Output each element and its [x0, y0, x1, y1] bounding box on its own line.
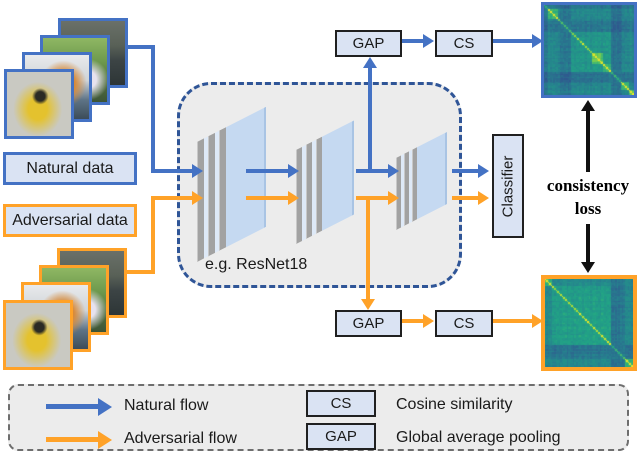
- arrowhead-icon: [288, 191, 299, 205]
- legend-adversarial-arrow: [46, 437, 98, 442]
- natural-connector-line: [151, 45, 155, 173]
- natural-branch-line: [368, 66, 372, 171]
- arrowhead-icon: [581, 100, 595, 111]
- arrowhead-icon: [532, 34, 543, 48]
- natural-flow-arrow: [452, 169, 478, 173]
- similarity-matrix-adversarial: [541, 275, 637, 371]
- gap-box-top: GAP: [335, 30, 402, 57]
- natural-flow-arrow: [151, 169, 192, 173]
- adversarial-data-text: Adversarial data: [12, 211, 128, 229]
- adversarial-flow-arrow: [356, 196, 388, 200]
- adversarial-data-label: Adversarial data: [3, 204, 137, 237]
- arrowhead-icon: [478, 191, 489, 205]
- legend-natural-flow-label: Natural flow: [124, 397, 209, 414]
- arrowhead-icon: [288, 164, 299, 178]
- adversarial-connector-line: [127, 270, 155, 274]
- backbone-network-label: e.g. ResNet18: [205, 256, 308, 273]
- natural-flow-arrow: [402, 39, 423, 43]
- adversarial-flow-arrow: [151, 196, 192, 200]
- arrowhead-icon: [388, 164, 399, 178]
- arrowhead-icon: [388, 191, 399, 205]
- arrowhead-icon: [98, 431, 112, 449]
- arrowhead-icon: [363, 57, 377, 68]
- adversarial-flow-arrow: [452, 196, 478, 200]
- similarity-matrix-natural: [541, 2, 637, 98]
- adversarial-branch-line: [366, 198, 370, 301]
- natural-image-bird: [4, 69, 74, 139]
- gap-bottom-text: GAP: [352, 315, 385, 332]
- cs-top-text: CS: [453, 35, 475, 52]
- natural-flow-arrow: [246, 169, 288, 173]
- natural-connector-line: [128, 45, 155, 49]
- adversarial-connector-line: [151, 198, 155, 274]
- natural-flow-arrow: [356, 169, 388, 173]
- consistency-loss-line: [586, 224, 590, 264]
- feature-map-plate: [417, 132, 447, 220]
- legend-cs-text: CS: [330, 395, 352, 412]
- legend-cs-full-label: Cosine similarity: [396, 396, 513, 413]
- arrowhead-icon: [532, 314, 543, 328]
- legend-natural-arrow: [46, 404, 98, 409]
- classifier-box: Classifier: [492, 134, 524, 238]
- legend-cs-box: CS: [306, 390, 376, 417]
- consistency-loss-line: [586, 109, 590, 172]
- adversarial-flow-arrow: [246, 196, 288, 200]
- arrowhead-icon: [361, 299, 375, 310]
- adversarial-flow-arrow: [493, 319, 532, 323]
- arrowhead-icon: [423, 34, 434, 48]
- natural-data-label: Natural data: [3, 152, 137, 185]
- consistency-loss-label: consistency loss: [546, 176, 630, 218]
- legend-gap-box: GAP: [306, 423, 376, 450]
- adversarial-flow-arrow: [402, 319, 423, 323]
- gap-box-bottom: GAP: [335, 310, 402, 337]
- arrowhead-icon: [192, 191, 203, 205]
- arrowhead-icon: [98, 398, 112, 416]
- cs-bottom-text: CS: [453, 315, 475, 332]
- classifier-text: Classifier: [499, 155, 517, 217]
- arrowhead-icon: [192, 164, 203, 178]
- gap-top-text: GAP: [352, 35, 385, 52]
- feature-map-plate: [226, 106, 266, 248]
- legend-adversarial-flow-label: Adversarial flow: [124, 430, 237, 447]
- arrowhead-icon: [478, 164, 489, 178]
- natural-data-text: Natural data: [26, 159, 114, 177]
- legend-gap-text: GAP: [325, 428, 357, 445]
- conv-layer-icon: [219, 127, 226, 251]
- arrowhead-icon: [423, 314, 434, 328]
- natural-flow-arrow: [493, 39, 532, 43]
- adversarial-image-bird: [3, 300, 73, 370]
- cs-box-top: CS: [435, 30, 493, 57]
- legend-gap-full-label: Global average pooling: [396, 429, 561, 446]
- arrowhead-icon: [581, 262, 595, 273]
- conv-layer-icon: [208, 132, 215, 257]
- feature-map-plate: [322, 120, 354, 231]
- cs-box-bottom: CS: [435, 310, 493, 337]
